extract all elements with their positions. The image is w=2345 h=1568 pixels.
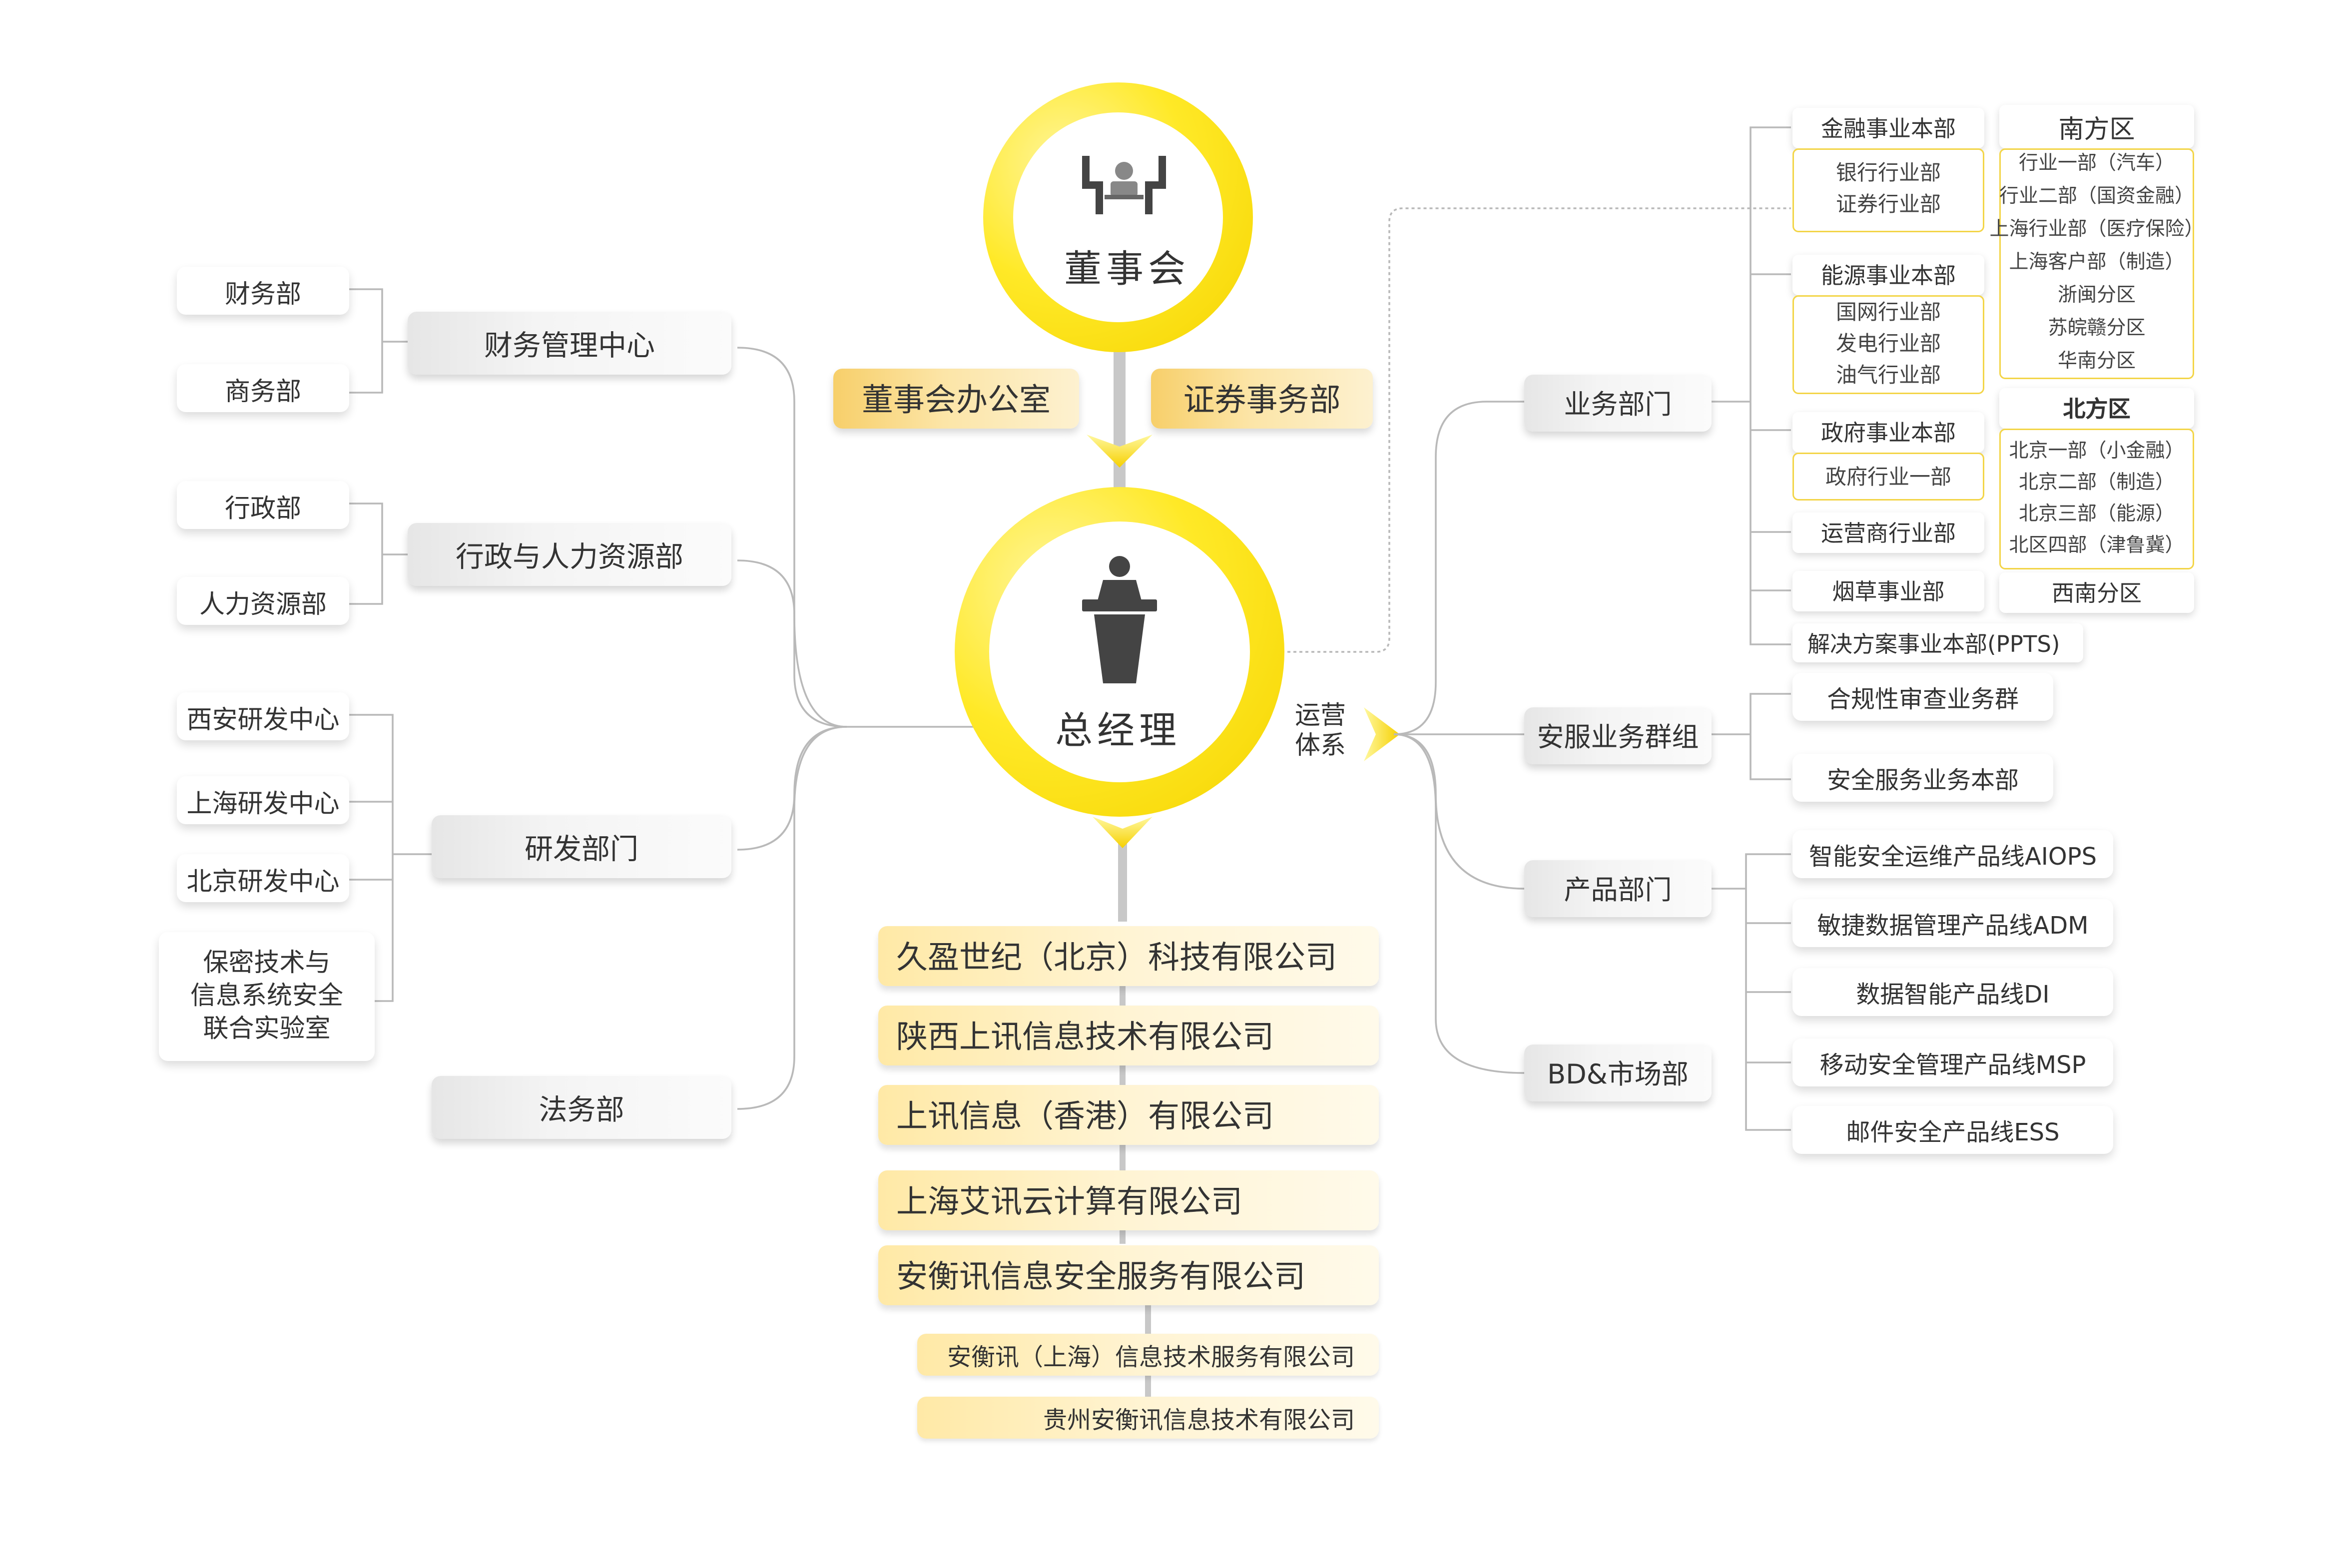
bracket-security (1712, 693, 1791, 780)
sub-subsidiary-box: 贵州安衡讯信息技术有限公司 (917, 1397, 1379, 1439)
line-gm-business (1393, 401, 1524, 735)
line-gm-bd (1393, 733, 1525, 1074)
chevron-down-icon (1087, 435, 1153, 468)
north-region-group: 北京一部（小金融） 北京二部（制造） 北京三部（能源） 北区四部（津鲁冀） (1999, 429, 2194, 569)
north-region-item: 北京二部（制造） (2018, 472, 2175, 495)
board-circle-inner (1013, 112, 1223, 322)
security-lab-line3: 联合实验室 (203, 1015, 331, 1045)
securities-office-box: 证券事务部 (1151, 369, 1373, 429)
line-gm-admin (737, 559, 847, 728)
board-title: 董事会 (1064, 247, 1190, 291)
line-gm-rnd (737, 726, 847, 851)
subsidiary-box: 安衡讯信息安全服务有限公司 (878, 1245, 1379, 1305)
line-gm-finance (737, 347, 974, 728)
bracket-business (1712, 126, 1791, 645)
product-line-box: 数据智能产品线DI (1792, 968, 2113, 1016)
tobacco-box: 烟草事业部 (1792, 571, 1984, 611)
security-lab-line1: 保密技术与 (203, 949, 331, 979)
speaker-podium-icon (1082, 556, 1157, 683)
south-region-item: 苏皖赣分区 (2048, 318, 2146, 340)
ops-label: 运营 体系 (1295, 701, 1346, 761)
south-region-header: 南方区 (1999, 105, 2194, 148)
admin-dept-box: 行政部 (177, 481, 349, 529)
commerce-dept-box: 商务部 (177, 364, 349, 412)
subsidiary-box: 久盈世纪（北京）科技有限公司 (878, 926, 1379, 986)
securities-dept: 证券行业部 (1836, 193, 1941, 217)
finance-center-box: 财务管理中心 (408, 312, 731, 375)
subsidiary-box: 陕西上讯信息技术有限公司 (878, 1006, 1379, 1065)
telecom-box: 运营商行业部 (1792, 513, 1984, 553)
board-office-box: 董事会办公室 (833, 369, 1079, 429)
business-dept-box: 业务部门 (1524, 375, 1712, 432)
south-region-item: 行业一部（汽车） (2018, 153, 2175, 175)
security-service-box: 安全服务业务本部 (1792, 754, 2053, 802)
shanghai-rnd-box: 上海研发中心 (177, 776, 349, 824)
security-group-box: 安服业务群组 (1524, 707, 1712, 764)
south-region-item: 上海客户部（制造） (2009, 252, 2185, 274)
gov-bu-header: 政府事业本部 (1792, 412, 1984, 453)
product-line-box: 移动安全管理产品线MSP (1792, 1039, 2113, 1086)
energy-bu-header: 能源事业本部 (1792, 255, 1984, 295)
southwest-region-box: 西南分区 (1999, 572, 2194, 613)
line-gm-product (1393, 733, 1525, 890)
north-region-header: 北方区 (1999, 388, 2194, 429)
bracket-admin (349, 503, 408, 605)
product-dept-box: 产品部门 (1524, 860, 1712, 917)
beijing-rnd-box: 北京研发中心 (177, 854, 349, 902)
grid-dept: 国网行业部 (1836, 300, 1941, 325)
product-line-box: 智能安全运维产品线AIOPS (1792, 830, 2113, 878)
chevron-right-icon (1364, 707, 1400, 761)
bracket-finance (349, 288, 408, 394)
ops-label-line1: 运营 (1295, 701, 1346, 731)
finance-bu-header: 金融事业本部 (1792, 108, 1984, 148)
finance-dept-box: 财务部 (177, 267, 349, 315)
rnd-box: 研发部门 (432, 815, 731, 878)
south-region-item: 行业二部（国资金融） (1999, 186, 2195, 208)
bank-dept: 银行行业部 (1836, 162, 1941, 186)
south-region-item: 上海行业部（医疗保险） (1989, 219, 2204, 241)
energy-bu-group: 国网行业部 发电行业部 油气行业部 (1792, 295, 1984, 394)
hr-dept-box: 人力资源部 (177, 577, 349, 625)
subsidiary-box: 上讯信息（香港）有限公司 (878, 1085, 1379, 1145)
xian-rnd-box: 西安研发中心 (177, 692, 349, 740)
line-gm-legal (737, 726, 847, 1110)
legal-box: 法务部 (432, 1076, 731, 1139)
gov-bu-group: 政府行业一部 (1792, 453, 1984, 501)
bd-marketing-box: BD&市场部 (1524, 1045, 1712, 1101)
south-region-group: 行业一部（汽车） 行业二部（国资金融） 上海行业部（医疗保险） 上海客户部（制造… (1990, 148, 2204, 379)
north-region-item: 北区四部（津鲁冀） (2009, 535, 2185, 557)
chevron-down-icon (1093, 817, 1153, 848)
security-lab-box: 保密技术与 信息系统安全 联合实验室 (159, 932, 375, 1061)
bracket-rnd (349, 714, 432, 1002)
gov-dept-one: 政府行业一部 (1825, 466, 1951, 490)
ops-label-line2: 体系 (1295, 731, 1346, 761)
south-region-item: 浙闽分区 (2057, 285, 2136, 307)
subsidiary-box: 上海艾讯云计算有限公司 (878, 1170, 1379, 1230)
finance-bu-group: 银行行业部 证券行业部 (1792, 148, 1984, 232)
product-line-box: 邮件安全产品线ESS (1792, 1106, 2113, 1154)
north-region-item: 北京一部（小金融） (2009, 441, 2185, 463)
oil-gas-dept: 油气行业部 (1836, 363, 1941, 388)
north-region-item: 北京三部（能源） (2018, 504, 2175, 526)
sub-subsidiary-box: 安衡讯（上海）信息技术服务有限公司 (917, 1334, 1379, 1376)
gm-title: 总经理 (1055, 709, 1181, 752)
meeting-table-icon (1082, 156, 1166, 214)
security-lab-line2: 信息系统安全 (190, 982, 343, 1012)
dotted-line-gm-business (1281, 207, 1791, 653)
compliance-box: 合规性审查业务群 (1792, 673, 2053, 721)
solutions-box: 解决方案事业本部(PPTS) (1792, 623, 2083, 662)
admin-hr-box: 行政与人力资源部 (408, 523, 731, 586)
power-dept: 发电行业部 (1836, 332, 1941, 356)
product-line-box: 敏捷数据管理产品线ADM (1792, 899, 2113, 947)
south-region-item: 华南分区 (2057, 351, 2136, 373)
bracket-product (1712, 853, 1791, 1131)
